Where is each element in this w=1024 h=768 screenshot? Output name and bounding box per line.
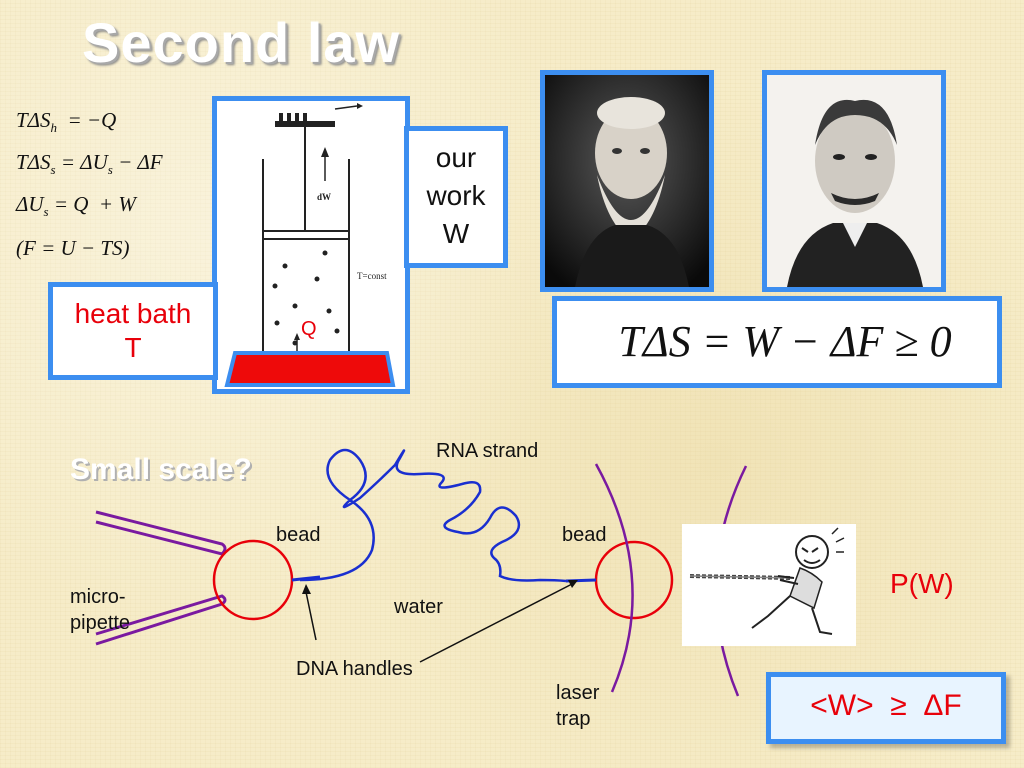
jarzynski-inequality: <W> ≥ ΔF [810,689,962,722]
piston-diagram: dW T=const Q [224,103,396,387]
rna-strand-label: RNA strand [436,440,539,462]
equation-heat-entropy: TΔSh = −Q [16,108,117,136]
equation-system-entropy: TΔSs = ΔUs − ΔF [16,150,163,178]
pw-text: P(W) [890,568,954,599]
heat-q-label: Q [301,318,317,340]
portrait-helmholtz [762,70,946,292]
dna-handles-label: DNA handles [296,658,413,680]
micropipette-label: micro- pipette [70,584,130,636]
laser-trap-label: laser trap [556,680,599,732]
probability-pw-label: P(W) [890,568,954,600]
left-bead-label: bead [276,524,321,546]
heat-bath-box: heat bath T [48,282,218,380]
work-box: our work W [404,126,508,268]
laser-trap-line-2: trap [556,708,591,730]
work-line-3: W [442,218,470,249]
small-scale-subtitle: Small scale? [70,453,252,486]
portrait-gibbs [540,70,714,292]
optical-tweezers-diagram [95,448,748,697]
laser-trap-line-1: laser [556,682,600,704]
heat-bath-line-2: T [124,332,142,363]
micropipette-line-2: pipette [70,612,131,634]
main-equation-box: TΔS = W − ΔF ≥ 0 [552,296,1002,388]
jarzynski-inequality-box: <W> ≥ ΔF [766,672,1006,744]
work-line-1: our [435,142,477,173]
main-equation: TΔS = W − ΔF ≥ 0 [618,317,952,366]
piston-diagram-frame: dW T=const Q [212,96,410,394]
equation-energy: ΔUs = Q + W [16,192,136,220]
tug-of-war-cartoon [682,524,856,646]
micropipette-line-1: micro- [70,586,126,608]
right-bead-label: bead [562,524,607,546]
slide-title: Second law [82,11,401,74]
left-bead [212,539,294,621]
rna-strand [299,448,567,583]
work-line-2: work [426,180,486,211]
right-bead [594,540,674,620]
equation-free-energy: (F = U − TS) [16,236,130,260]
dw-label: dW [317,192,331,202]
heat-bath-line-1: heat bath [74,298,192,329]
water-label: water [394,596,443,618]
temperature-label: T=const [357,271,387,281]
